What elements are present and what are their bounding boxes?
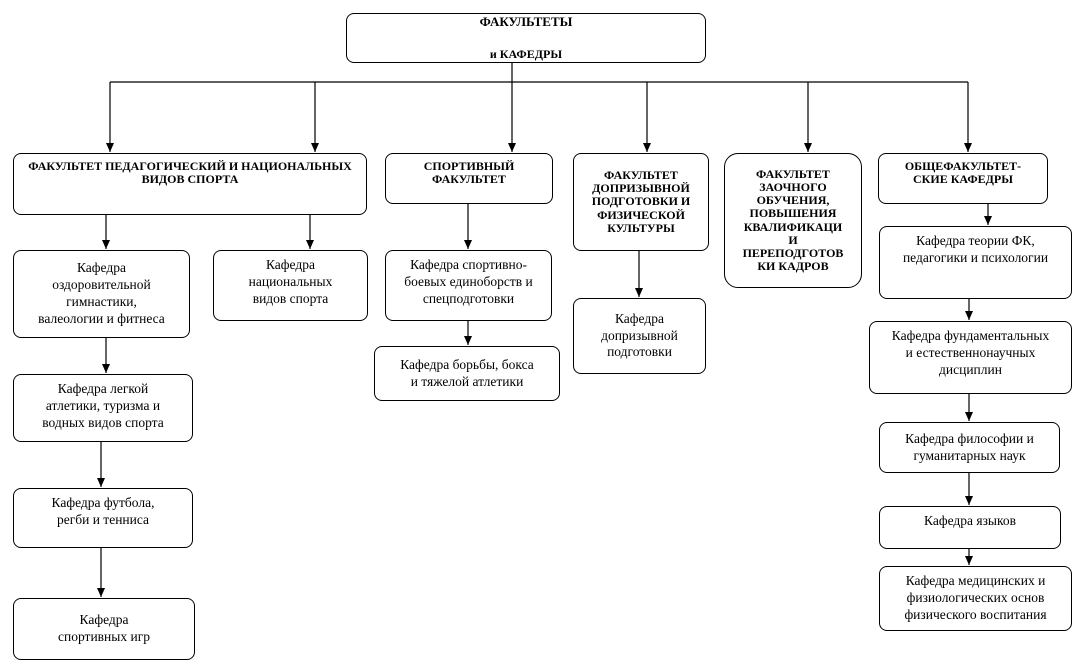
faculty-pedagogical-national-sports: ФАКУЛЬТЕТ ПЕДАГОГИЧЕСКИЙ И НАЦИОНАЛЬНЫХ …: [13, 153, 367, 215]
department-pe-theory-pedagogy-psychology: Кафедра теории ФК, педагогики и психолог…: [879, 226, 1072, 299]
department-pre-conscription-training: Кафедра допризывной подготовки: [573, 298, 706, 374]
faculty-sports: СПОРТИВНЫЙ ФАКУЛЬТЕТ: [385, 153, 553, 204]
department-languages: Кафедра языков: [879, 506, 1061, 549]
department-medical-physiological-foundations: Кафедра медицинских и физиологических ос…: [879, 566, 1072, 631]
department-wrestling-boxing-weightlifting: Кафедра борьбы, бокса и тяжелой атлетики: [374, 346, 560, 401]
department-combat-sports-special-training: Кафедра спортивно- боевых единоборств и …: [385, 250, 552, 321]
department-philosophy-humanities: Кафедра философии и гуманитарных наук: [879, 422, 1060, 473]
department-football-rugby-tennis: Кафедра футбола, регби и тенниса: [13, 488, 193, 548]
root-subtitle: и КАФЕДРЫ: [489, 46, 563, 61]
department-fundamental-natural-sciences: Кафедра фундаментальных и естественнонау…: [869, 321, 1072, 394]
root-title: ФАКУЛЬТЕТЫ: [479, 14, 573, 30]
faculty-pre-conscription-training: ФАКУЛЬТЕТ ДОПРИЗЫВНОЙ ПОДГОТОВКИ И ФИЗИЧ…: [573, 153, 709, 251]
faculty-correspondence-education: ФАКУЛЬТЕТ ЗАОЧНОГО ОБУЧЕНИЯ, ПОВЫШЕНИЯ К…: [724, 153, 862, 288]
root-node: ФАКУЛЬТЕТЫ и КАФЕДРЫ: [346, 13, 706, 63]
faculty-general-departments: ОБЩЕФАКУЛЬТЕТ- СКИЕ КАФЕДРЫ: [878, 153, 1048, 204]
department-national-sports: Кафедра национальных видов спорта: [213, 250, 368, 321]
department-athletics-tourism-water-sports: Кафедра легкой атлетики, туризма и водны…: [13, 374, 193, 442]
department-sports-games: Кафедра спортивных игр: [13, 598, 195, 660]
department-health-gymnastics-fitness: Кафедра оздоровительной гимнастики, вале…: [13, 250, 190, 338]
